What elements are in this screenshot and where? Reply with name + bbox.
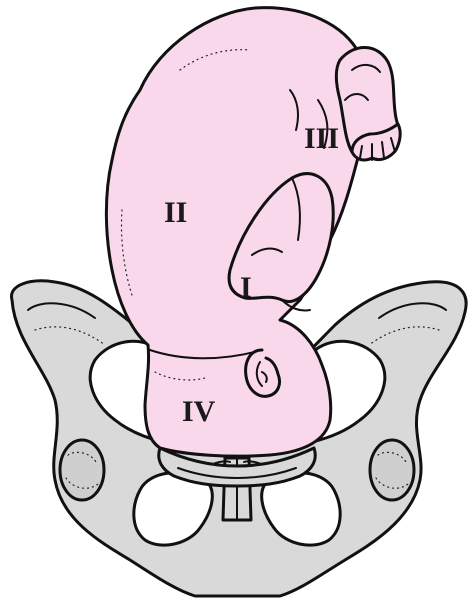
acetabulum-right	[370, 440, 414, 500]
label-region-I: I	[240, 271, 252, 304]
label-region-II: II	[164, 196, 187, 229]
label-region-III: III	[304, 122, 339, 155]
acetabulum-left	[60, 440, 104, 500]
label-region-IV: IV	[182, 395, 216, 428]
